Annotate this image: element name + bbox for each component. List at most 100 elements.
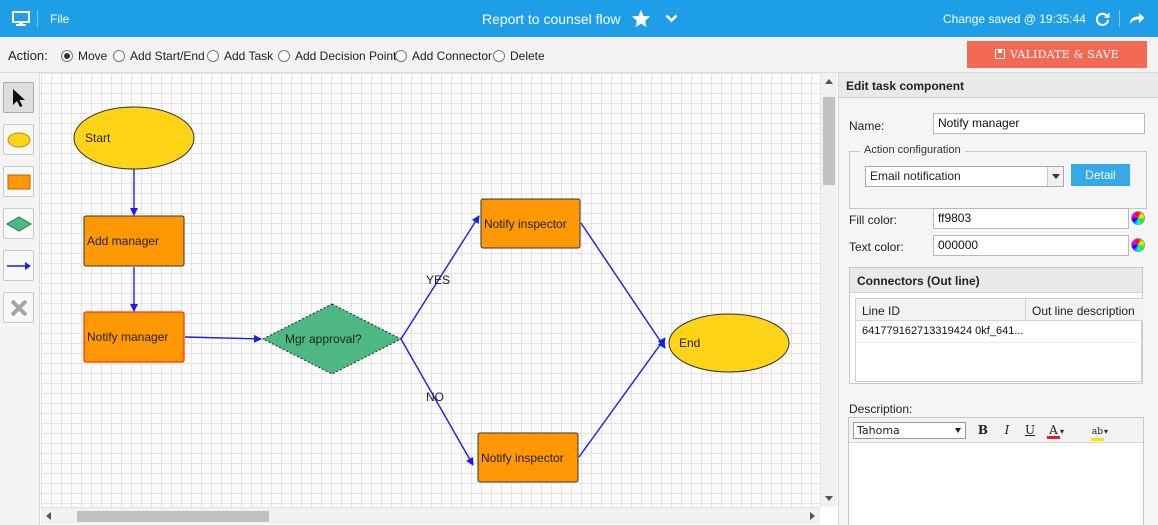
divider — [1119, 10, 1120, 27]
action-configuration-group: Action configuration Email notification … — [849, 144, 1147, 209]
description-editor[interactable]: Tahoma B I U A▾ ab▾ — [848, 417, 1144, 525]
star-icon[interactable] — [631, 9, 651, 28]
color-picker-icon[interactable] — [1131, 211, 1145, 225]
fill-color-label: Fill color: — [849, 213, 898, 227]
radio-add-connector[interactable]: Add Connector — [395, 49, 492, 63]
ellipse-tool[interactable] — [3, 124, 34, 155]
arrow-connector-icon — [6, 261, 31, 270]
task-add-manager-label: Add manager — [87, 234, 159, 248]
connector-notify-manager-to-decision[interactable] — [184, 334, 262, 343]
task-notify-manager[interactable]: Notify manager — [83, 311, 185, 363]
editor-toolbar: Tahoma B I U A▾ ab▾ — [849, 418, 1143, 443]
underline-icon[interactable]: U — [1024, 423, 1036, 437]
action-config-value: Email notification — [870, 169, 961, 183]
monitor-icon[interactable] — [12, 11, 30, 26]
scroll-right-arrow-icon[interactable] — [810, 512, 815, 520]
text-color-label: Text color: — [849, 240, 904, 254]
radio-button[interactable] — [61, 50, 73, 62]
radio-add-task[interactable]: Add Task — [207, 49, 273, 63]
highlight-color-icon[interactable]: ab▾ — [1091, 423, 1113, 441]
connectors-title: Connectors (Out line) — [857, 274, 980, 288]
action-bar: Action: Move Add Start/End Add Task Add … — [0, 37, 1158, 73]
text-color-icon[interactable]: A▾ — [1047, 423, 1069, 439]
canvas-horizontal-scrollbar[interactable] — [41, 507, 820, 524]
edge-label-no: NO — [426, 390, 444, 404]
radio-move[interactable]: Move — [61, 49, 107, 63]
file-menu[interactable]: File — [50, 12, 70, 26]
connector-decision-no[interactable] — [400, 338, 474, 466]
start-node[interactable]: Start — [73, 106, 195, 170]
task-notify-inspector-top-label: Notify inspector — [484, 217, 567, 231]
column-header-out-line-description[interactable]: Out line description — [1032, 304, 1135, 318]
task-notify-inspector-top[interactable]: Notify inspector — [480, 198, 581, 249]
scroll-thumb[interactable] — [823, 97, 835, 185]
task-notify-manager-label: Notify manager — [87, 330, 168, 344]
scroll-left-arrow-icon[interactable] — [46, 512, 51, 520]
radio-delete[interactable]: Delete — [493, 49, 545, 63]
name-input[interactable]: Notify manager — [933, 113, 1145, 134]
save-icon — [994, 49, 1005, 59]
validate-save-button[interactable]: VALIDATE & SAVE — [967, 41, 1147, 68]
divider — [37, 10, 38, 27]
pointer-tool[interactable] — [3, 82, 34, 113]
task-notify-inspector-bottom[interactable]: Notify inspector — [477, 432, 579, 483]
validate-save-label: VALIDATE & SAVE — [1009, 48, 1119, 61]
decision-mgr-approval-label: Mgr approval? — [285, 332, 362, 346]
diamond-tool[interactable] — [3, 208, 34, 239]
connector-inspector-bottom-to-end[interactable] — [578, 337, 666, 458]
color-picker-icon[interactable] — [1131, 238, 1145, 252]
shape-toolbar — [0, 73, 40, 525]
delete-tool[interactable] — [3, 292, 34, 323]
radio-button[interactable] — [493, 50, 505, 62]
delete-x-icon — [10, 299, 27, 316]
radio-button[interactable] — [395, 50, 407, 62]
edge-label-yes: YES — [426, 273, 450, 287]
task-add-manager[interactable]: Add manager — [83, 215, 185, 267]
decision-mgr-approval[interactable]: Mgr approval? — [261, 303, 403, 375]
rectangle-tool[interactable] — [3, 166, 34, 197]
refresh-icon[interactable] — [1095, 11, 1110, 26]
radio-label: Add Task — [224, 49, 274, 63]
scroll-down-arrow-icon[interactable] — [825, 496, 833, 501]
connectors-table: Line ID Out line description 64177916271… — [855, 298, 1143, 382]
radio-button[interactable] — [207, 50, 219, 62]
name-label: Name: — [849, 119, 885, 133]
connector-decision-yes[interactable] — [400, 215, 480, 340]
flow-canvas[interactable]: YES NO Start Add manager Notify manager … — [41, 73, 820, 507]
connector-tool[interactable] — [3, 250, 34, 281]
radio-button[interactable] — [113, 50, 125, 62]
radio-label: Add Decision Point — [295, 49, 397, 63]
radio-add-decision-point[interactable]: Add Decision Point — [278, 49, 396, 63]
canvas-vertical-scrollbar[interactable] — [820, 73, 837, 507]
italic-icon[interactable]: I — [1004, 423, 1010, 437]
connector-inspector-top-to-end[interactable] — [580, 222, 666, 349]
pointer-icon — [12, 88, 25, 107]
font-select[interactable]: Tahoma — [853, 422, 966, 439]
chevron-down-icon[interactable] — [1047, 167, 1063, 186]
top-bar: File Report to counsel flow Change saved… — [0, 0, 1158, 37]
radio-button[interactable] — [278, 50, 290, 62]
chevron-down-icon[interactable] — [665, 14, 678, 23]
connectors-panel: Connectors (Out line) Line ID Out line d… — [849, 267, 1143, 384]
fill-color-input[interactable]: ff9803 — [933, 208, 1129, 229]
panel-title: Edit task component — [846, 79, 965, 93]
text-color-input[interactable]: 000000 — [933, 235, 1129, 256]
end-node[interactable]: End — [668, 313, 790, 373]
action-config-select[interactable]: Email notification — [865, 166, 1064, 187]
start-node-label: Start — [85, 131, 111, 145]
table-row[interactable]: 641779162713319424 0kf_641... — [856, 321, 1143, 343]
radio-label: Add Start/End — [130, 49, 205, 63]
edit-task-panel: Edit task component Name: Notify manager… — [838, 73, 1158, 525]
bold-icon[interactable]: B — [977, 423, 989, 437]
share-icon[interactable] — [1129, 12, 1145, 25]
radio-add-start-end[interactable]: Add Start/End — [113, 49, 205, 63]
end-node-label: End — [679, 336, 700, 350]
flow-title: Report to counsel flow — [482, 11, 621, 27]
diamond-shape-icon — [5, 215, 32, 232]
action-label: Action: — [8, 48, 48, 63]
column-divider[interactable] — [1025, 299, 1026, 321]
scroll-thumb[interactable] — [77, 511, 269, 522]
detail-button[interactable]: Detail — [1071, 164, 1130, 186]
scroll-up-arrow-icon[interactable] — [825, 79, 833, 84]
column-header-line-id[interactable]: Line ID — [862, 304, 901, 318]
